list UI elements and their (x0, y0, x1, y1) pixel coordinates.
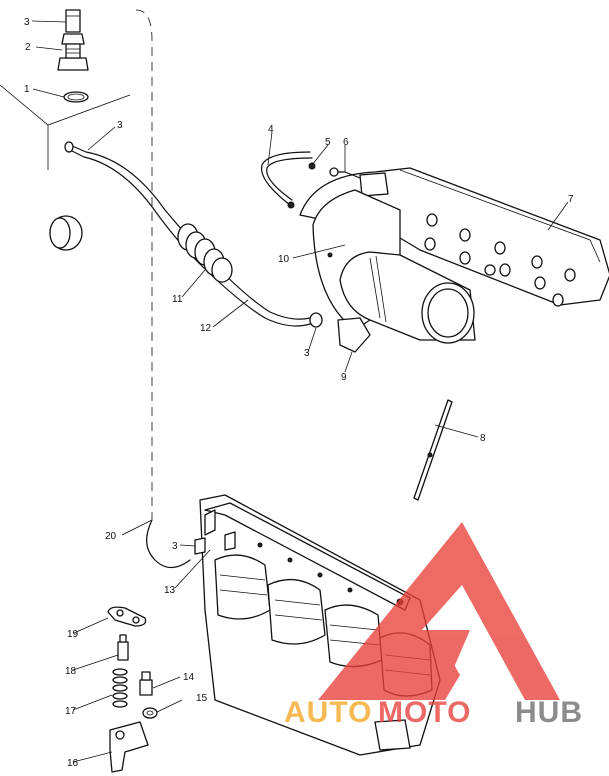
leader-lines (31, 20, 569, 763)
callout-9: 9 (341, 372, 347, 383)
hose-4 (260, 151, 316, 209)
clamp-3-lower (194, 537, 206, 555)
callout-4: 4 (268, 124, 274, 135)
callout-11: 11 (172, 294, 183, 305)
sensor-18 (117, 634, 129, 661)
callout-17: 17 (65, 706, 77, 717)
hose-11-12 (64, 141, 321, 327)
callout-8: 8 (480, 433, 486, 444)
rod-8 (413, 399, 453, 501)
callout-5: 5 (325, 137, 331, 148)
mount-plane (0, 84, 131, 170)
callout-7: 7 (568, 194, 574, 205)
watermark-triangle-icon (318, 522, 560, 700)
watermark-text-auto: AUTO (284, 696, 372, 729)
callout-16: 16 (67, 758, 79, 769)
hose-routing-outline (135, 9, 153, 520)
housing-16 (109, 721, 149, 773)
callout-6: 6 (343, 137, 349, 148)
fitting-2 (57, 33, 89, 71)
outlet-9 (309, 251, 476, 353)
watermark-inner-triangle-icon (395, 640, 460, 700)
spring-17 (112, 668, 128, 708)
callout-18: 18 (65, 666, 77, 677)
cap-14 (139, 671, 153, 696)
ring-1 (63, 91, 89, 103)
callout-3d: 3 (172, 541, 178, 552)
callout-2: 2 (25, 42, 31, 53)
hose-routing-lower (146, 519, 191, 569)
clamp-ring (49, 215, 83, 251)
callout-15: 15 (196, 693, 208, 704)
callout-13: 13 (164, 585, 176, 596)
watermark-text-hub: HUB (515, 696, 583, 729)
callout-3a: 3 (24, 17, 30, 28)
hose-3-top (65, 9, 81, 33)
callout-10: 10 (278, 254, 290, 265)
callout-12: 12 (200, 323, 212, 334)
callout-3b: 3 (117, 120, 123, 131)
callout-19: 19 (67, 629, 79, 640)
callout-20: 20 (105, 531, 117, 542)
watermark-text-moto: MOTO (378, 696, 471, 729)
washer-15 (142, 707, 158, 719)
callout-3c: 3 (304, 348, 310, 359)
plate-19 (107, 606, 147, 627)
watermark-logo: AUTO MOTO HUB (284, 522, 583, 729)
callout-1: 1 (24, 84, 30, 95)
callout-14: 14 (183, 672, 195, 683)
